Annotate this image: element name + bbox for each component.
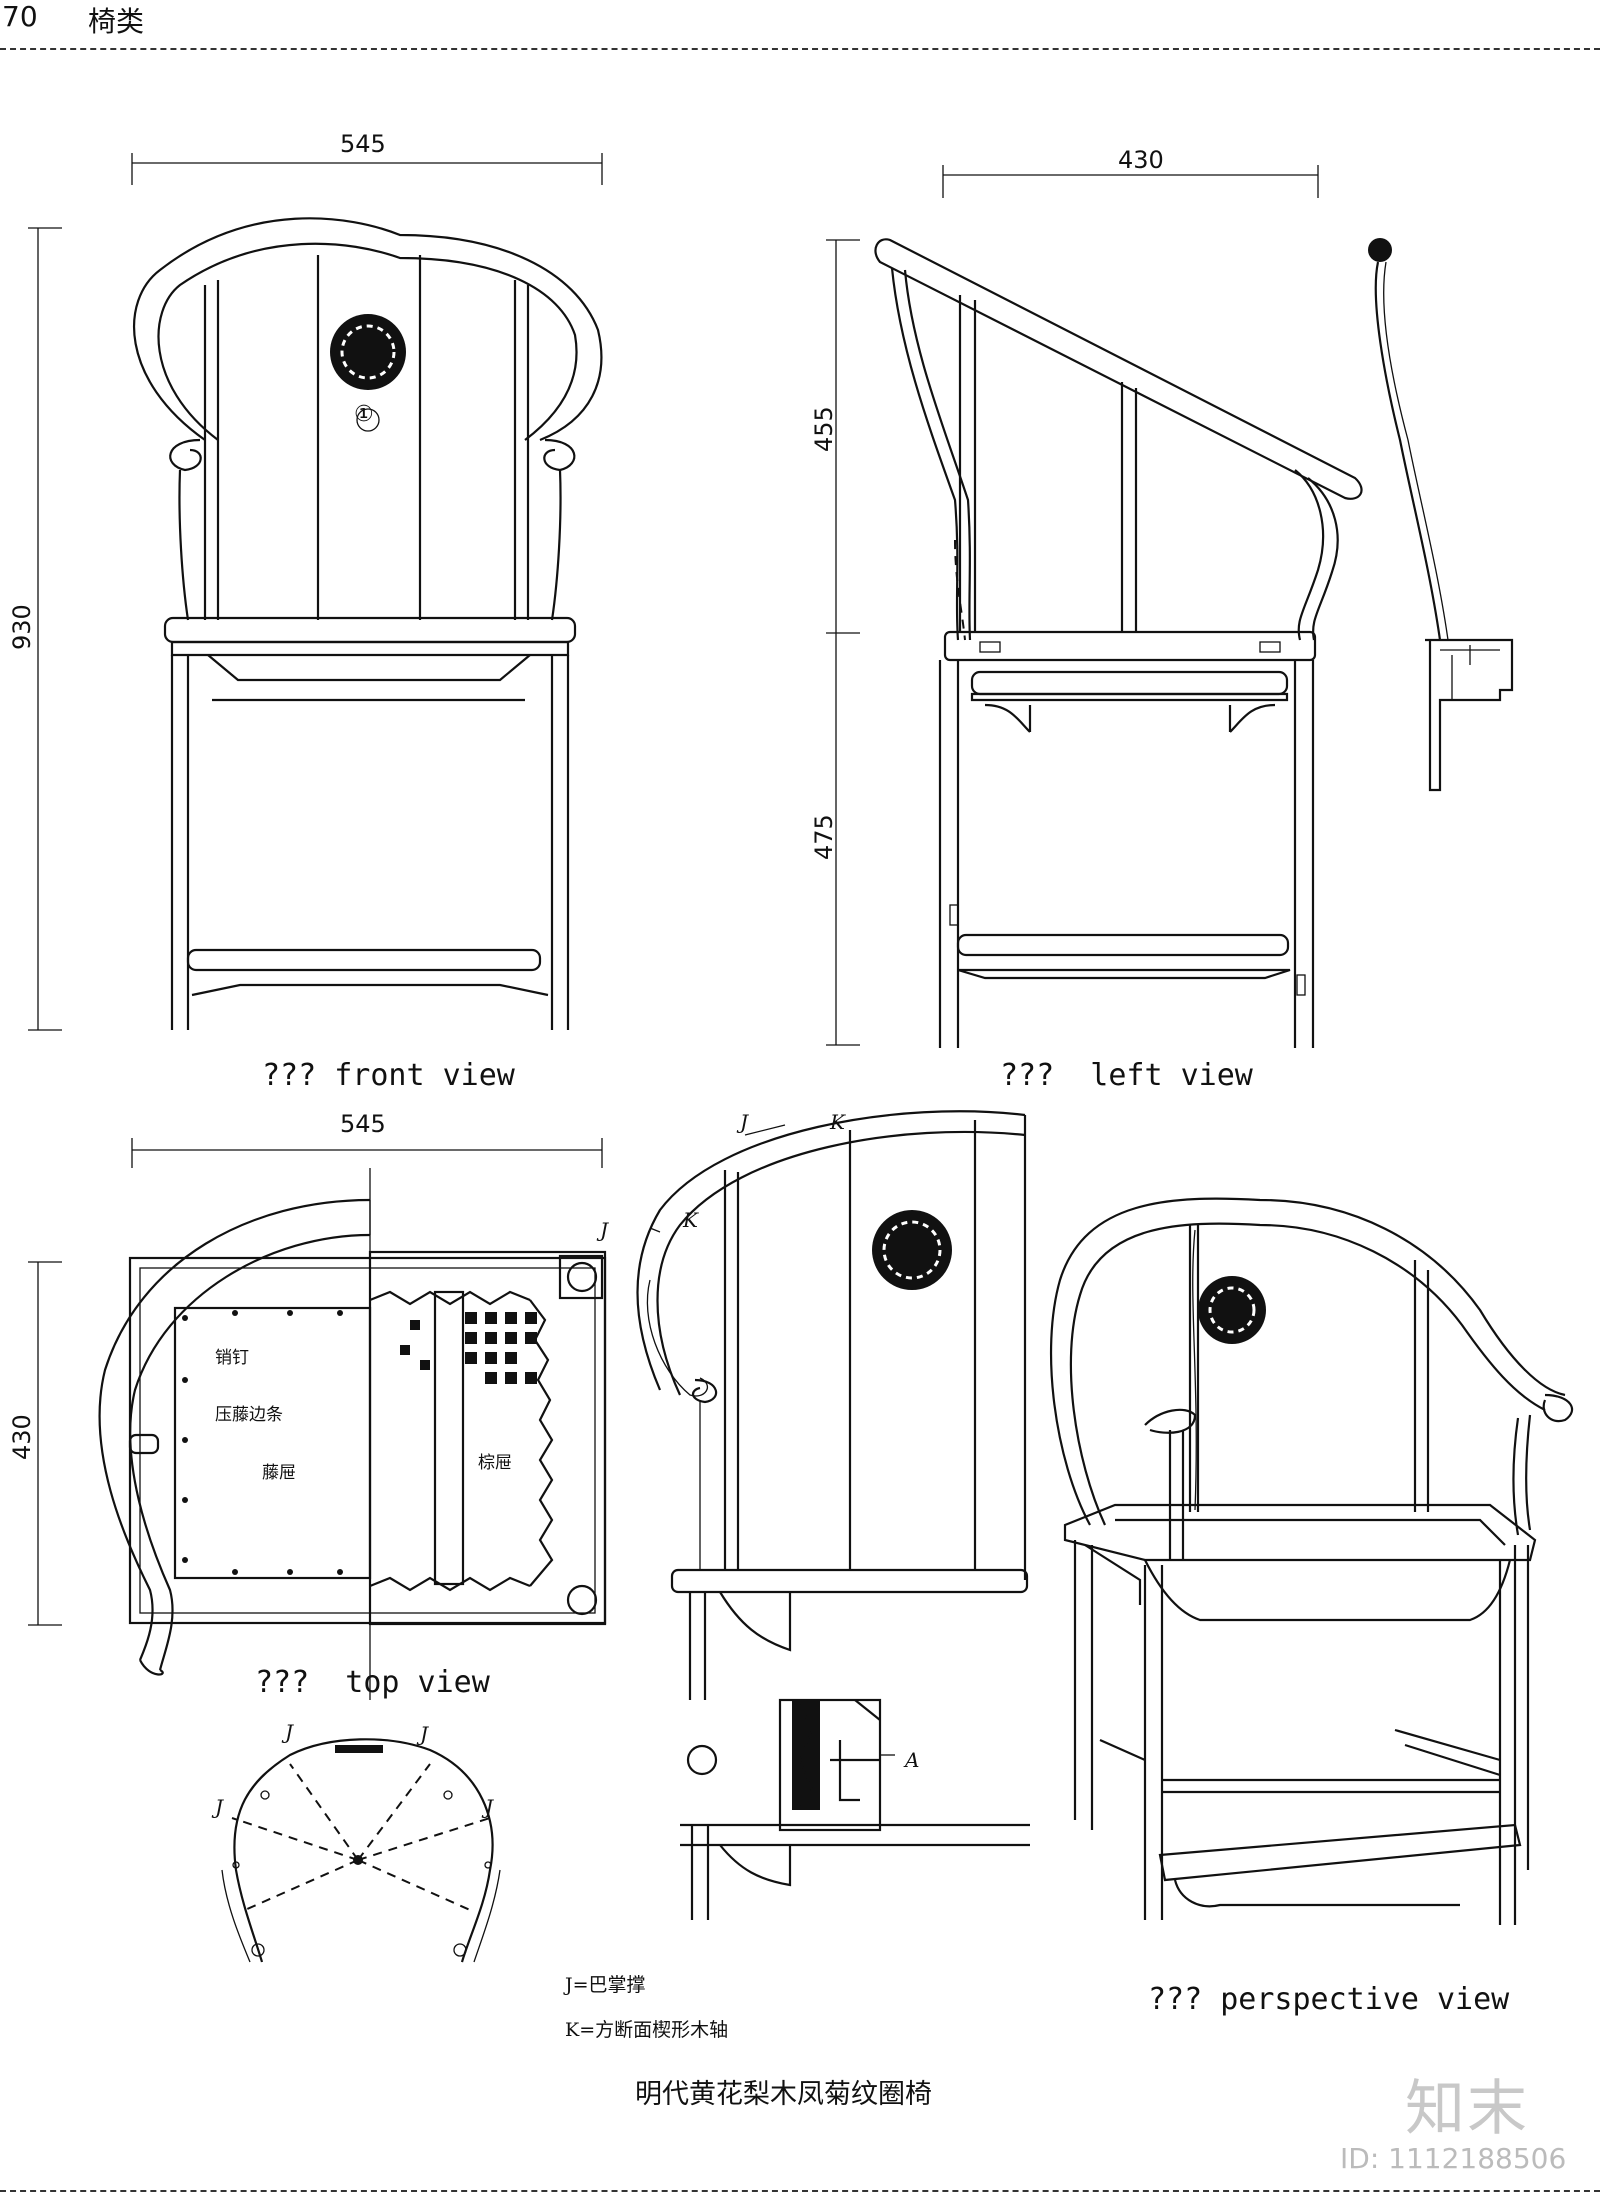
mark-k-side: K	[683, 1208, 698, 1232]
label-strip: 压藤边条	[215, 1405, 283, 1425]
legend-k: K=方断面楔形木轴	[565, 2019, 729, 2041]
front-marker: ①	[354, 402, 374, 427]
joint-detail-drawing	[778, 1698, 895, 1832]
watermark-logo: 知末	[1405, 2074, 1529, 2144]
left-width-dim: 430	[1118, 146, 1164, 174]
legend-j: J=巴掌撑	[565, 1974, 646, 1996]
mark-j-4: J	[485, 1795, 494, 1819]
left-view-caption: ??? left view	[1000, 1058, 1253, 1093]
left-upper-dim: 455	[810, 406, 838, 452]
footer-rule	[0, 2190, 1600, 2192]
mark-k-top: K	[830, 1110, 845, 1134]
section-title: 椅类	[88, 5, 145, 38]
mark-j-1: J	[285, 1720, 294, 1744]
drawing-title: 明代黄花梨木凤菊纹圈椅	[635, 2079, 932, 2110]
left-lower-dim: 475	[810, 814, 838, 860]
mark-j-side: J	[600, 1218, 609, 1242]
top-view-caption: ??? top view	[255, 1665, 490, 1700]
side-profile-drawing	[1368, 238, 1514, 792]
mark-j-top: J	[740, 1110, 749, 1134]
mark-a: A	[905, 1748, 920, 1772]
page-number: 70	[2, 0, 38, 33]
arm-plan-drawing	[221, 1738, 501, 1963]
front-view-caption: ??? front view	[262, 1058, 515, 1093]
perspective-view-caption: ??? perspective view	[1148, 1982, 1510, 2017]
label-rattan: 藤屉	[262, 1463, 296, 1483]
front-height-dim: 930	[8, 604, 36, 650]
front-view-drawing	[28, 153, 603, 1031]
mark-j-2: J	[420, 1722, 429, 1746]
front-width-dim: 545	[340, 130, 386, 158]
perspective-view-drawing	[1049, 1197, 1573, 1925]
top-view-drawing	[28, 1138, 607, 1700]
back-detail-drawing	[636, 1110, 1030, 1920]
top-depth-dim: 430	[8, 1414, 36, 1460]
mark-j-3: J	[215, 1795, 224, 1819]
top-width-dim: 545	[340, 1110, 386, 1138]
left-view-drawing	[826, 165, 1363, 1048]
label-pin: 销钉	[215, 1348, 249, 1368]
label-palm: 棕屉	[478, 1453, 512, 1473]
header-rule	[0, 48, 1600, 50]
watermark-id: ID: 1112188506	[1340, 2142, 1567, 2175]
